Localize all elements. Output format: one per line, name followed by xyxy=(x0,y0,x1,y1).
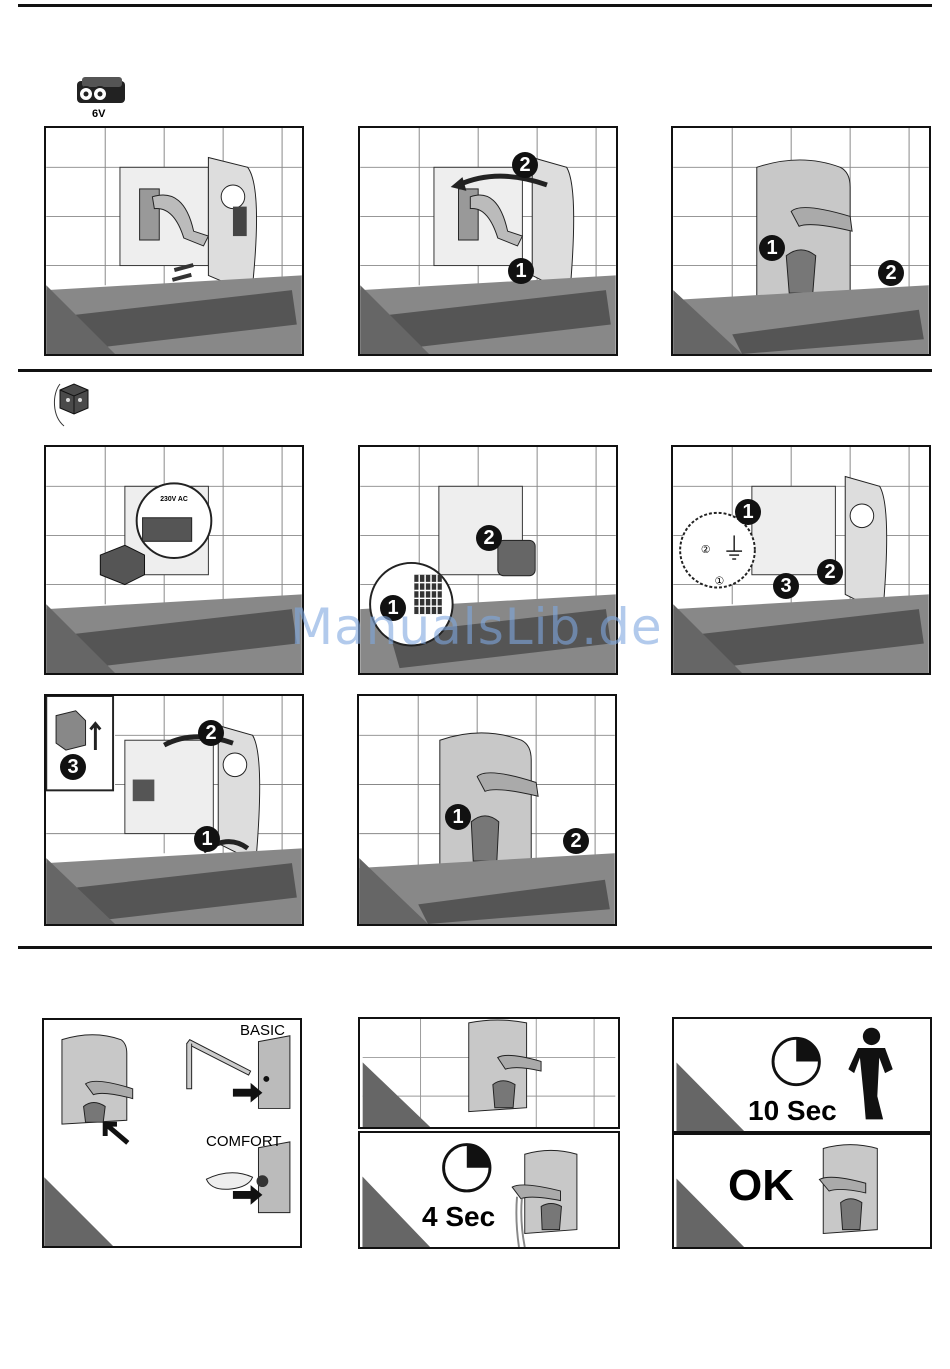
panel-switch-mount: 2 1 3 xyxy=(44,694,304,926)
panel-sensor-approach xyxy=(358,1017,620,1129)
step-2-badge: 2 xyxy=(198,720,224,746)
panel-10-sec-wait: 10 Sec xyxy=(672,1017,932,1133)
ground-step-2-mark: ② xyxy=(701,543,711,556)
step-2-badge: 2 xyxy=(878,260,904,286)
panel-adapter-cover-closed: 1 2 xyxy=(357,694,617,926)
step-2-badge: 2 xyxy=(817,559,843,585)
ok-label: OK xyxy=(728,1161,794,1211)
panel-cover-closed: 1 2 xyxy=(671,126,931,356)
adapter-voltage-label: 230V AC xyxy=(160,496,188,503)
step-3-badge: 3 xyxy=(773,573,799,599)
panel-mount-cover: 2 1 xyxy=(358,126,618,356)
ground-step-1-mark: ① xyxy=(715,575,725,588)
four-sec-label: 4 Sec xyxy=(422,1201,495,1233)
ten-sec-label: 10 Sec xyxy=(748,1095,837,1127)
battery-icon xyxy=(74,74,130,108)
section-rule-1 xyxy=(18,369,932,372)
panel-ok: OK xyxy=(672,1133,932,1249)
step-2-badge: 2 xyxy=(512,152,538,178)
step-2-badge: 2 xyxy=(476,525,502,551)
top-rule xyxy=(18,4,932,7)
power-adapter-icon xyxy=(50,376,98,432)
watermark: ManualsLib.de xyxy=(290,598,663,656)
step-1-badge: 1 xyxy=(445,804,471,830)
step-1-badge: 1 xyxy=(735,499,761,525)
panel-battery-connect xyxy=(44,126,304,356)
comfort-mode-label: COMFORT xyxy=(206,1133,282,1150)
panel-ground-connect: ② ① 1 2 3 xyxy=(671,445,931,675)
step-2-badge: 2 xyxy=(563,828,589,854)
step-3-badge: 3 xyxy=(60,754,86,780)
panel-4-sec-wait: 4 Sec xyxy=(358,1131,620,1249)
basic-mode-label: BASIC xyxy=(240,1022,285,1039)
panel-adapter-wiring: 230V AC xyxy=(44,445,304,675)
step-1-badge: 1 xyxy=(759,235,785,261)
panel-mode-settings: BASIC COMFORT xyxy=(42,1018,302,1248)
battery-label: 6V xyxy=(92,108,105,120)
section-rule-2 xyxy=(18,946,932,949)
step-1-badge: 1 xyxy=(194,826,220,852)
step-1-badge: 1 xyxy=(508,258,534,284)
